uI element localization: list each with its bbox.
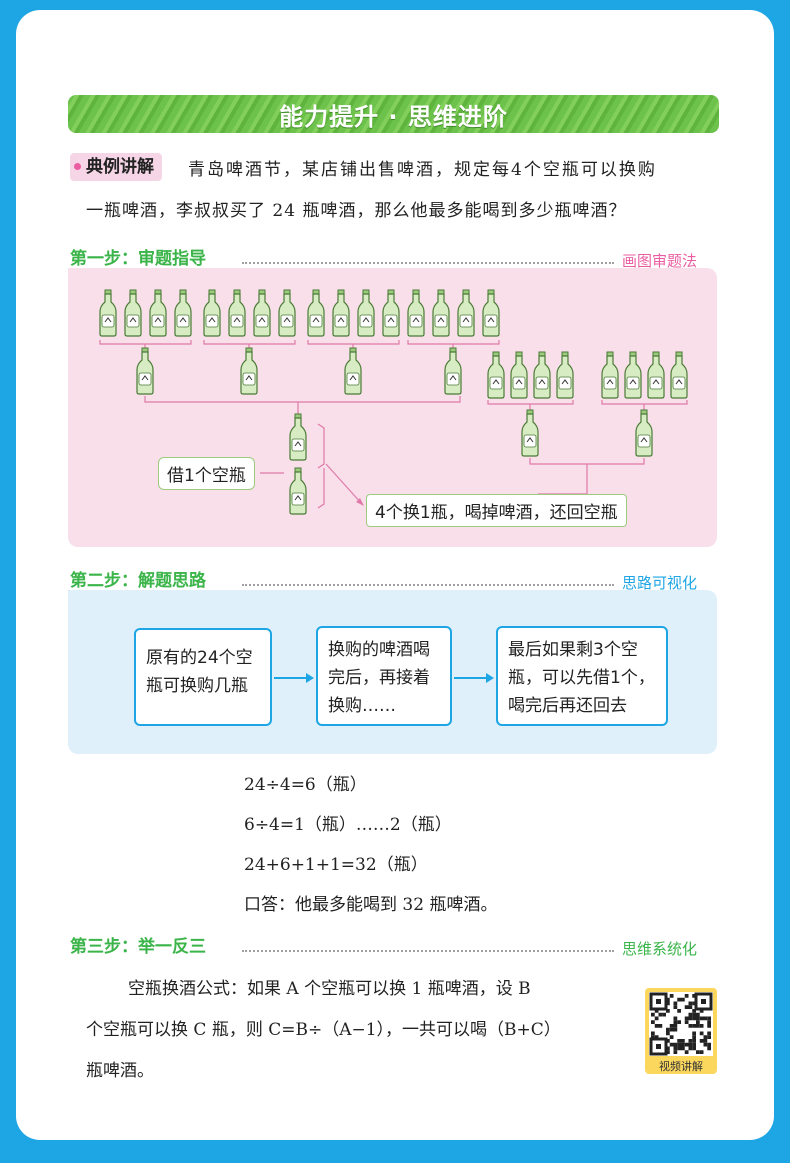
arrowhead	[356, 498, 364, 506]
qr-code-icon	[649, 992, 713, 1056]
group-bracket	[203, 340, 296, 345]
pair-brace	[317, 423, 325, 469]
borrow-label: 借1个空瓶	[158, 457, 255, 490]
step1-tag: 画图审题法	[618, 250, 702, 271]
group-bracket	[487, 400, 574, 405]
bottle-empty	[124, 289, 142, 337]
bottle-empty	[253, 289, 271, 337]
bottle-empty	[357, 289, 375, 337]
group-bracket	[99, 340, 192, 345]
bottle-empty	[432, 289, 450, 337]
flow-arrow-2-head	[486, 673, 494, 683]
bottle-empty	[332, 289, 350, 337]
lower-bracket	[529, 458, 645, 465]
flow-box-1: 原有的24个空瓶可换购几瓶	[134, 628, 272, 726]
example-text-line2: 一瓶啤酒，李叔叔买了 24 瓶啤酒，那么他最多能喝到多少瓶啤酒？	[86, 201, 627, 221]
bottle-empty	[228, 289, 246, 337]
bottle-exchanged-2	[289, 413, 307, 461]
bottle-empty	[647, 351, 665, 399]
step2-tag: 思路可视化	[618, 572, 702, 593]
bottle-empty	[174, 289, 192, 337]
bottle-empty	[457, 289, 475, 337]
exchanged-bracket	[144, 396, 461, 403]
calc-line3: 24+6+1+1=32（瓶）	[244, 855, 428, 875]
calc-line1: 24÷4=6（瓶）	[244, 775, 367, 795]
bottle-empty	[487, 351, 505, 399]
step3-dots	[242, 950, 614, 952]
bottle-empty	[382, 289, 400, 337]
bottle-exchanged	[136, 347, 154, 395]
bottle-empty	[278, 289, 296, 337]
bottle-exchanged	[635, 409, 653, 457]
flow-arrow-1-head	[306, 673, 314, 683]
qr-code-panel[interactable]: 视频讲解	[645, 988, 717, 1074]
bottle-exchanged	[444, 347, 462, 395]
rule-label: 4个换1瓶，喝掉啤酒，还回空瓶	[366, 494, 627, 527]
bottle-empty	[533, 351, 551, 399]
step3-title: 第三步：举一反三	[70, 937, 206, 957]
section-banner: 能力提升 · 思维进阶	[68, 95, 719, 133]
step1-diagram-area: 借1个空瓶 4个换1瓶，喝掉啤酒，还回空瓶	[68, 268, 717, 547]
calc-answer: 口答：他最多能喝到 32 瓶啤酒。	[244, 895, 498, 915]
flow-box-2: 换购的啤酒喝完后，再接着换购……	[316, 626, 452, 726]
bottle-empty	[99, 289, 117, 337]
group-bracket	[407, 340, 500, 345]
bottle-empty	[624, 351, 642, 399]
bottle-empty	[149, 289, 167, 337]
bottle-empty	[203, 289, 221, 337]
group-bracket	[307, 340, 400, 345]
step2-flow-area: 原有的24个空瓶可换购几瓶 换购的啤酒喝完后，再接着换购…… 最后如果剩3个空瓶…	[68, 590, 717, 754]
bottle-borrowed	[289, 467, 307, 515]
qr-caption: 视频讲解	[659, 1060, 703, 1073]
step1-title: 第一步：审题指导	[70, 249, 206, 269]
arrow-from-right	[538, 474, 588, 495]
bottle-empty	[307, 289, 325, 337]
bottle-exchanged	[240, 347, 258, 395]
section-title: 能力提升 · 思维进阶	[279, 103, 508, 131]
group-bracket	[601, 400, 688, 405]
bottle-empty	[407, 289, 425, 337]
bottle-empty	[510, 351, 528, 399]
formula-line3: 瓶啤酒。	[86, 1061, 154, 1081]
flow-box-3: 最后如果剩3个空瓶，可以先借1个，喝完后再还回去	[496, 626, 668, 726]
step2-dots	[242, 584, 614, 586]
bottle-exchanged	[344, 347, 362, 395]
step2-title: 第二步：解题思路	[70, 571, 206, 591]
formula-line1: 空瓶换酒公式：如果 A 个空瓶可以换 1 瓶啤酒，设 B	[128, 979, 531, 999]
bottle-empty	[482, 289, 500, 337]
example-tag: 典例讲解	[70, 153, 162, 181]
formula-line2: 个空瓶可以换 C 瓶，则 C=B÷（A−1），一共可以喝（B+C）	[86, 1020, 561, 1040]
bottle-exchanged	[521, 409, 539, 457]
step1-dots	[242, 262, 614, 264]
bottle-empty	[556, 351, 574, 399]
example-text-line1: 青岛啤酒节，某店铺出售啤酒，规定每4个空瓶可以换购	[188, 160, 657, 180]
calc-line2: 6÷4=1（瓶）……2（瓶）	[244, 815, 452, 835]
step3-tag: 思维系统化	[618, 938, 702, 959]
pair-brace-lower	[317, 468, 325, 509]
bullet-icon	[74, 163, 81, 170]
example-tag-label: 典例讲解	[86, 157, 154, 177]
bottle-empty	[601, 351, 619, 399]
arrow-to-rule	[325, 463, 363, 505]
flow-arrows	[274, 673, 494, 683]
bottle-diagram	[99, 289, 688, 515]
bottle-empty	[670, 351, 688, 399]
